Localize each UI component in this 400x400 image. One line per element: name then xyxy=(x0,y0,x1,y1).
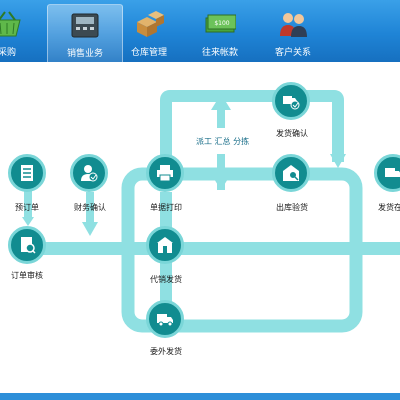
printer-icon xyxy=(157,165,173,182)
truck-check-icon xyxy=(283,96,300,110)
preorder-label: 预订单 xyxy=(15,203,39,212)
order-review-node[interactable] xyxy=(8,226,46,264)
extra-ship-label: 委外发货 xyxy=(150,347,182,356)
tab-sales[interactable]: 销售业务 xyxy=(47,4,123,63)
outbound-check-node[interactable] xyxy=(272,154,310,192)
ops-label: 派工 汇总 分拣 xyxy=(196,137,250,146)
tab-warehouse[interactable]: 仓库管理 xyxy=(112,4,186,62)
ship-partial-label: 发货在 xyxy=(378,203,400,212)
consign-ship-label: 代销发货 xyxy=(150,275,182,284)
preorder-node[interactable] xyxy=(8,154,46,192)
money-icon: $100 xyxy=(205,14,236,33)
bill-print-label: 单据打印 xyxy=(150,203,182,212)
truck-icon xyxy=(157,314,173,327)
consign-ship-node[interactable] xyxy=(146,226,184,264)
top-nav-bar: 采购 销售业务 仓库管理 $100 往来帐款 xyxy=(0,0,400,63)
store-icon xyxy=(157,237,173,253)
order-review-label: 订单审核 xyxy=(11,271,43,280)
tab-accounts[interactable]: $100 往来帐款 xyxy=(183,4,257,62)
finance-confirm-node[interactable] xyxy=(70,154,108,192)
document-list-icon xyxy=(21,165,33,181)
tab-customers[interactable]: 客户关系 xyxy=(256,4,330,62)
tab-customers-label: 客户关系 xyxy=(274,48,311,58)
sales-flow-chart: 预订单 订单审核 财务确认 单据打印 代销发货 委外发货 出库验货 发货确认 发… xyxy=(0,62,400,393)
boxes-icon xyxy=(137,11,164,37)
document-search-icon xyxy=(21,237,36,254)
flow-pipes xyxy=(22,90,400,333)
extra-ship-node[interactable] xyxy=(146,300,184,338)
ship-partial-node[interactable] xyxy=(374,154,400,192)
people-icon xyxy=(280,13,307,37)
bottom-bar xyxy=(0,393,400,400)
tab-accounts-label: 往来帐款 xyxy=(201,48,238,58)
tab-purchase[interactable]: 采购 xyxy=(0,4,44,62)
money-amount: $100 xyxy=(214,20,229,27)
bill-print-node[interactable] xyxy=(146,154,184,192)
truck-icon xyxy=(385,168,400,177)
cash-register-icon xyxy=(71,13,99,38)
basket-icon xyxy=(0,11,21,37)
user-check-icon xyxy=(81,165,98,182)
tab-sales-label: 销售业务 xyxy=(66,49,103,59)
tab-warehouse-label: 仓库管理 xyxy=(130,48,167,58)
ship-confirm-node[interactable] xyxy=(272,82,310,120)
tab-purchase-label: 采购 xyxy=(0,48,16,58)
finance-confirm-label: 财务确认 xyxy=(74,203,106,212)
ship-confirm-label: 发货确认 xyxy=(276,129,308,138)
warehouse-search-icon xyxy=(283,165,299,181)
outbound-check-label: 出库验货 xyxy=(276,203,308,212)
